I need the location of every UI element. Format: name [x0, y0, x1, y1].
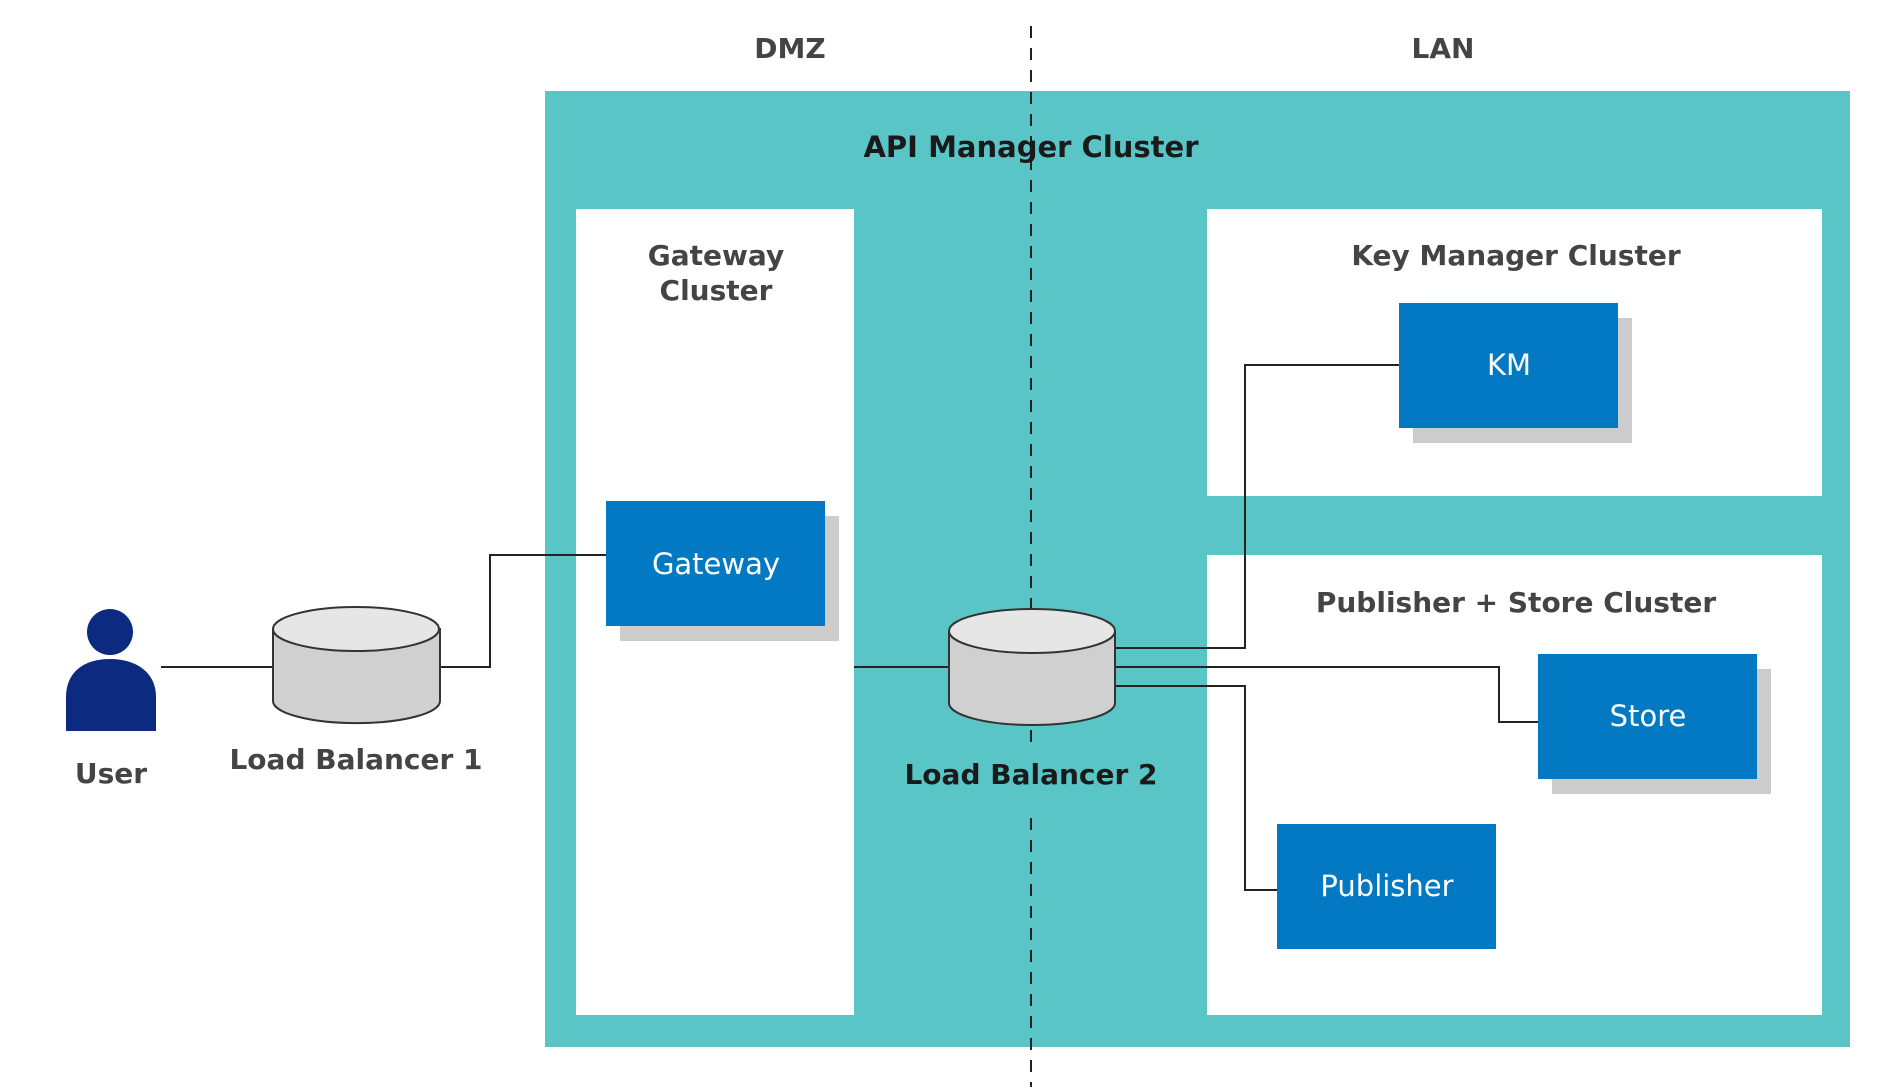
lb2-body: [948, 630, 1116, 726]
wire-lb2-to-store: [1114, 666, 1538, 723]
lb2-top: [948, 608, 1116, 654]
publisher-node[interactable]: Publisher: [1277, 824, 1496, 949]
wire-lb2-to-km: [1114, 364, 1399, 649]
lb1-body: [272, 628, 441, 725]
api-manager-cluster-title: API Manager Cluster: [863, 130, 1199, 164]
lb1-top: [272, 606, 440, 652]
user-icon-head: [87, 609, 133, 655]
lan-label: LAN: [1412, 32, 1475, 65]
key-manager-cluster-title: Key Manager Cluster: [1351, 239, 1680, 272]
load-balancer-1-cylinder[interactable]: [272, 606, 441, 725]
store-node[interactable]: Store: [1538, 654, 1771, 794]
publisher-node-label: Publisher: [1320, 869, 1453, 903]
store-node-label: Store: [1610, 699, 1687, 733]
gateway-cluster-title-line1: Gateway: [648, 239, 784, 272]
km-node[interactable]: KM: [1399, 303, 1632, 443]
user-icon-body: [66, 659, 156, 731]
km-node-label: KM: [1487, 348, 1531, 382]
load-balancer-1-label: Load Balancer 1: [229, 743, 482, 776]
gateway-cluster-title-line2: Cluster: [660, 274, 773, 307]
gateway-node[interactable]: Gateway: [606, 501, 839, 641]
lb2-label-backdrop: [910, 748, 1154, 810]
km-node-box: [1399, 303, 1618, 428]
load-balancer-2-cylinder[interactable]: [948, 608, 1116, 726]
dmz-label: DMZ: [754, 32, 825, 65]
load-balancer-2-label: Load Balancer 2: [904, 758, 1157, 791]
user-icon: [66, 609, 156, 731]
publisher-store-cluster-title: Publisher + Store Cluster: [1316, 586, 1717, 619]
gateway-node-label: Gateway: [652, 547, 780, 581]
gateway-node-box: [606, 501, 825, 626]
store-node-box: [1538, 654, 1757, 779]
wire-lb2-to-publisher: [1114, 685, 1277, 891]
user-label: User: [75, 757, 147, 790]
wire-lb1-to-gateway: [440, 554, 606, 668]
publisher-node-box: [1277, 824, 1496, 949]
